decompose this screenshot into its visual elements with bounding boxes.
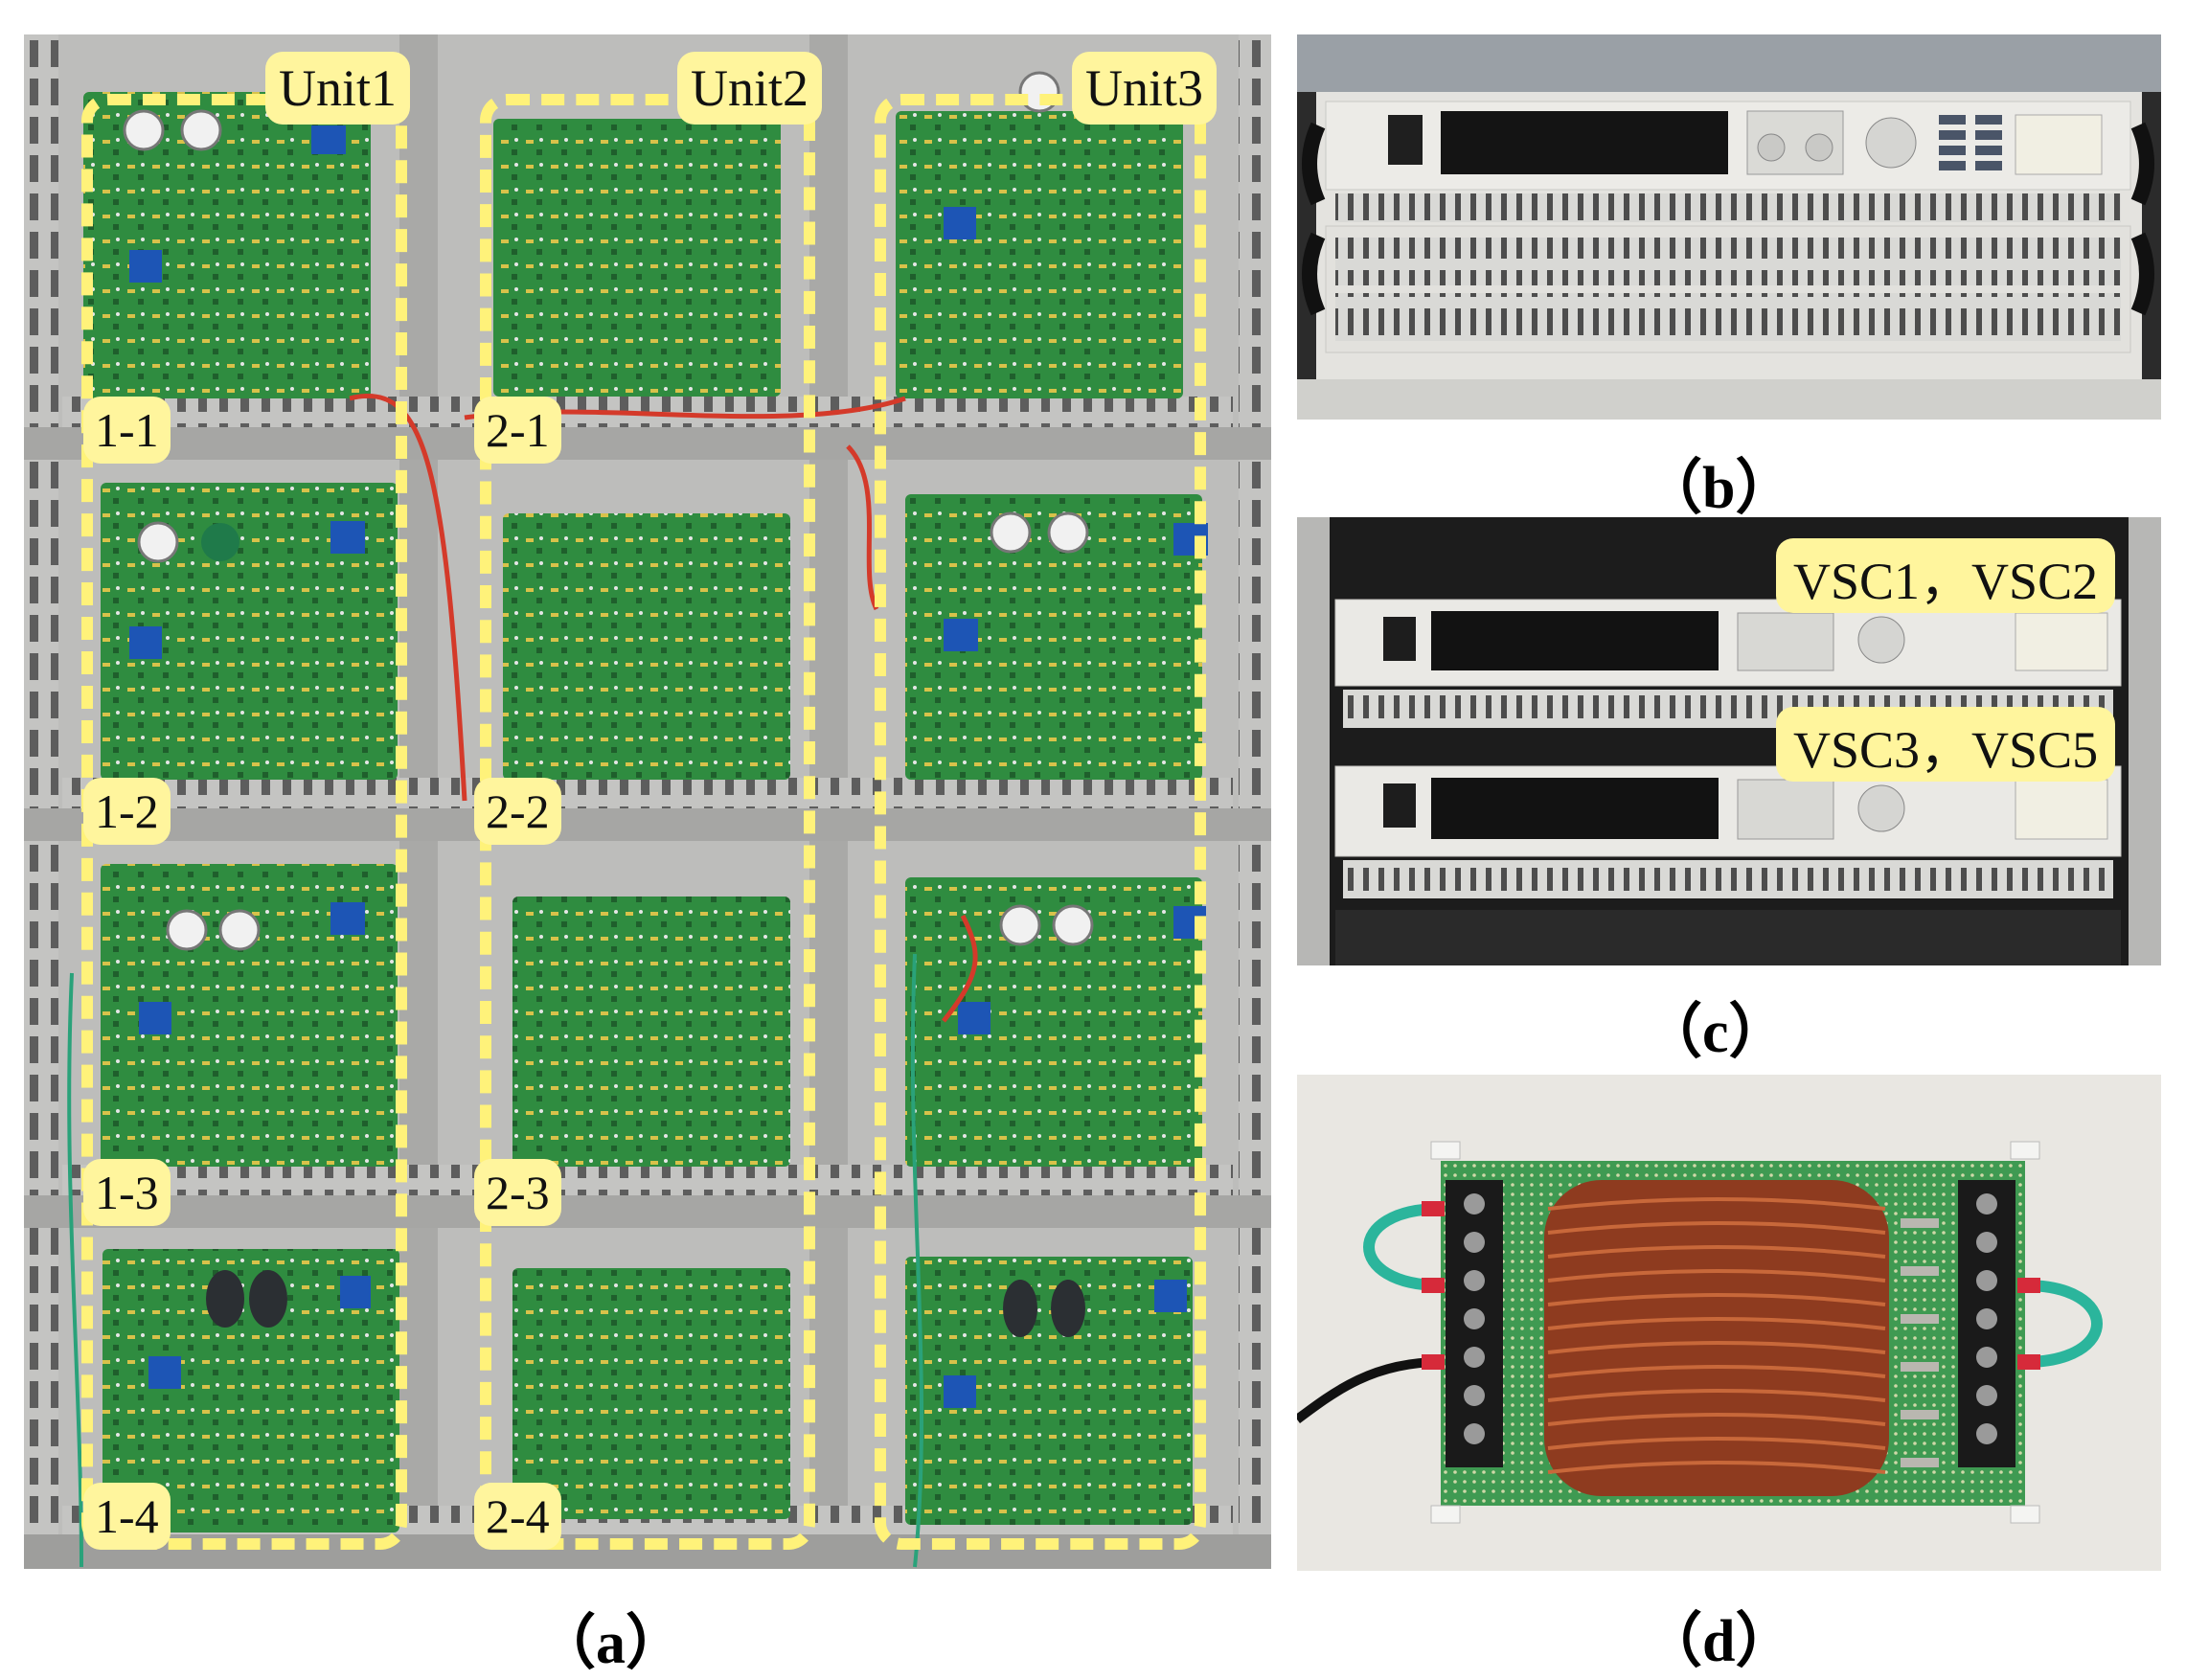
module-label-1-1: 1-1 (83, 397, 171, 464)
caption-a: （a） (536, 1611, 686, 1676)
caption-d: （d） (1643, 1609, 1795, 1674)
unit1-label: Unit1 (265, 52, 411, 125)
unit3-highlight-box (875, 94, 1206, 1550)
module-label-1-2: 1-2 (83, 778, 171, 845)
module-label-1-4: 1-4 (83, 1483, 171, 1550)
caption-b: （b） (1643, 456, 1795, 521)
inductor-illustration (1297, 1075, 2161, 1571)
photo-dc-power-supply (1297, 34, 2161, 420)
module-label-2-1: 2-1 (474, 397, 561, 464)
cabinet-illustration (24, 34, 1271, 1569)
module-label-1-3: 1-3 (83, 1159, 171, 1226)
unit2-label: Unit2 (677, 52, 823, 125)
module-label-2-3: 2-3 (474, 1159, 561, 1226)
caption-c: （c） (1643, 1000, 1788, 1065)
photo-converter-cabinet: Unit1 Unit2 Unit3 1-1 1-2 1-3 1-4 2-1 2-… (24, 34, 1271, 1569)
power-supply-illustration (1297, 34, 2161, 420)
vsc-label-upper: VSC1，VSC2 (1776, 538, 2116, 613)
photo-inductor (1297, 1075, 2161, 1571)
module-label-2-4: 2-4 (474, 1483, 561, 1550)
vsc-label-lower: VSC3，VSC5 (1776, 707, 2116, 782)
module-label-2-2: 2-2 (474, 778, 561, 845)
unit3-label: Unit3 (1072, 52, 1218, 125)
photo-vsc-power-supplies: VSC1，VSC2 VSC3，VSC5 (1297, 517, 2161, 965)
